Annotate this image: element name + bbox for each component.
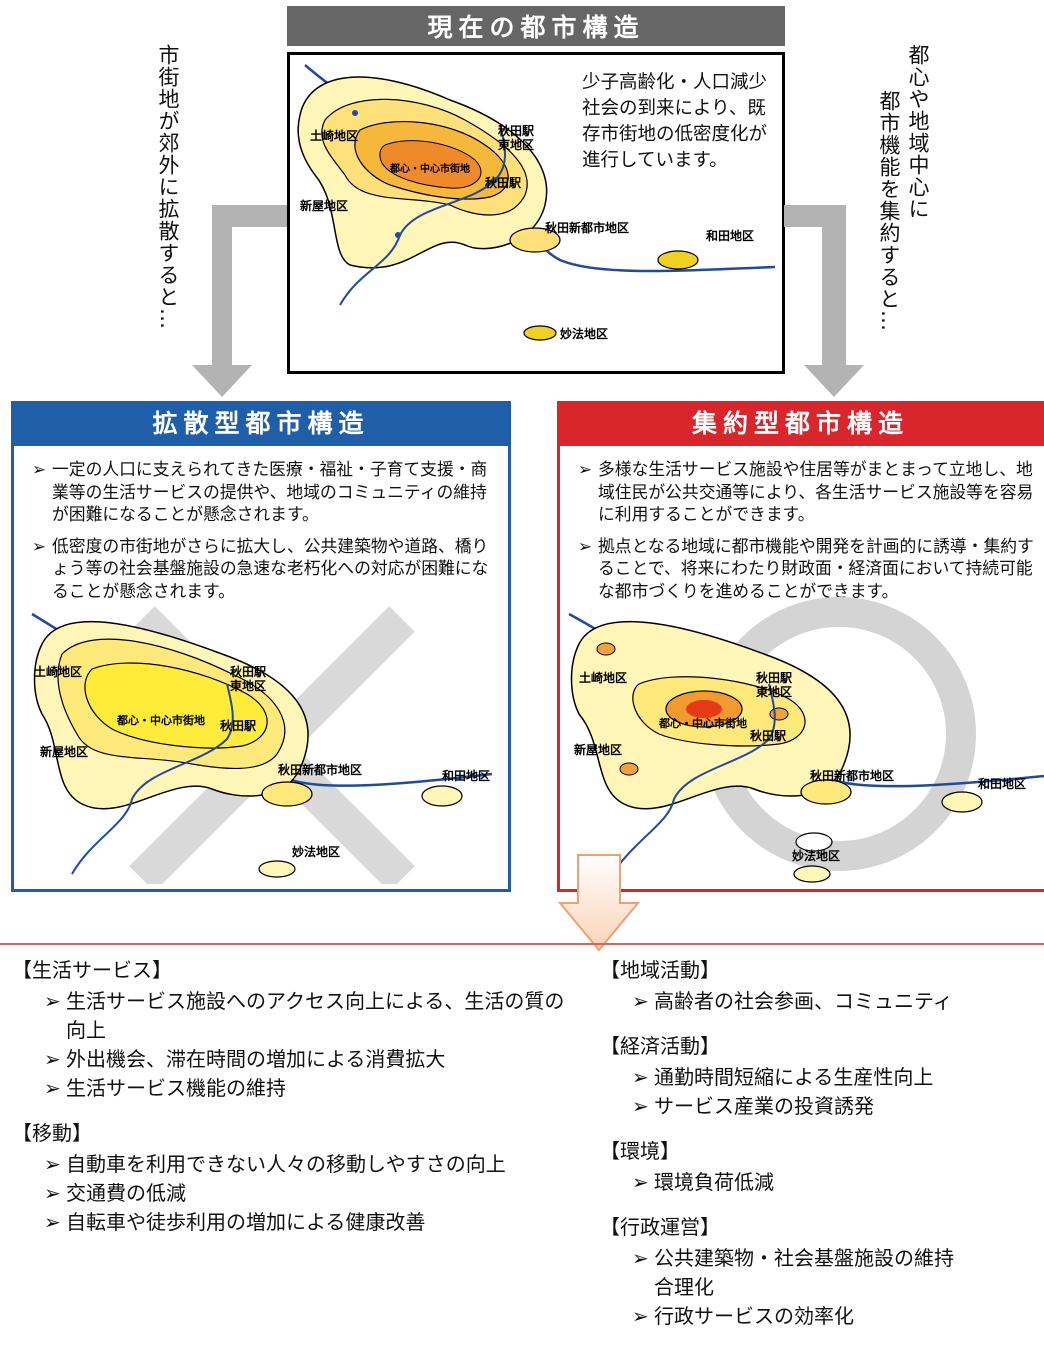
svg-text:新屋地区: 新屋地区 <box>574 742 622 757</box>
label-tsuchizaki: 土崎地区 <box>310 128 358 143</box>
current-map-svg: 土崎地区 秋田駅 東地区 都心・中心市街地 秋田駅 新屋地区 秋田新都市地区 和… <box>297 64 776 341</box>
svg-text:東地区: 東地区 <box>756 684 792 699</box>
svg-text:和田地区: 和田地区 <box>977 776 1026 791</box>
label-myoho: 妙法地区 <box>560 326 608 341</box>
svg-text:和田地区: 和田地区 <box>441 768 490 783</box>
svg-text:秋田駅: 秋田駅 <box>220 718 257 733</box>
current-structure-title: 現在の都市構造 <box>287 6 785 46</box>
benefit-item: ➢高齢者の社会参画、コミュニティ <box>632 989 953 1013</box>
svg-text:秋田駅: 秋田駅 <box>750 728 787 743</box>
benefit-heading: 【生活サービス】 <box>12 958 172 982</box>
station-dot <box>352 110 358 116</box>
myoho-blob <box>523 325 557 341</box>
benefit-item: ➢公共建築物・社会基盤施設の維持 <box>632 1246 954 1270</box>
compact-bullet: ➢拠点となる地域に都市機能や開発を計画的に誘導・集約することで、将来にわたり財政… <box>578 535 1034 601</box>
svg-text:新屋地区: 新屋地区 <box>40 744 88 759</box>
benefit-heading: 【地域活動】 <box>600 958 720 982</box>
benefits-left: 【生活サービス】 ➢生活サービス施設へのアクセス向上による、生活の質の向上 ➢外… <box>12 956 572 1253</box>
benefit-item: ➢自転車や徒歩利用の増加による健康改善 <box>44 1210 426 1234</box>
compact-bullets: ➢多様な生活サービス施設や住居等がまとまって立地し、地域住民が公共交通等により、… <box>578 458 1043 611</box>
benefit-item: ➢通勤時間短縮による生産性向上 <box>632 1065 934 1089</box>
right-caption-2: 都市機能を集約すると… <box>877 90 901 332</box>
svg-text:妙法地区: 妙法地区 <box>292 844 340 859</box>
dispersed-title: 拡散型都市構造 <box>11 401 511 443</box>
current-structure-map: 土崎地区 秋田駅 東地区 都心・中心市街地 秋田駅 新屋地区 秋田新都市地区 和… <box>287 52 785 374</box>
benefit-item: ➢行政サービスの効率化 <box>632 1304 854 1328</box>
dispersed-bullets: ➢一定の人口に支えられてきた医療・福祉・子育て支援・商業等の生活サービスの提供や… <box>32 458 502 611</box>
label-araya: 新屋地区 <box>300 198 348 213</box>
dispersed-bullet: ➢一定の人口に支えられてきた医療・福祉・子育て支援・商業等の生活サービスの提供や… <box>32 459 488 524</box>
arrow-to-dispersed <box>192 205 287 397</box>
benefits-divider <box>0 943 1044 945</box>
benefit-item: ➢サービス産業の投資誘発 <box>632 1094 874 1118</box>
compact-map-svg: 土崎地区 秋田駅 東地区 都心・中心市街地 秋田駅 新屋地区 秋田新都市地区 和… <box>568 597 1044 883</box>
benefit-item: ➢環境負荷低減 <box>632 1170 774 1194</box>
current-structure-note: 少子高齢化・人口減少社会の到来により、既存市街地の低密度化が進行しています。 <box>582 72 768 171</box>
label-shintoshin: 秋田新都市地区 <box>545 220 629 235</box>
right-caption-1: 都心や地域中心に <box>906 44 930 220</box>
benefit-group-mobility: 【移動】 ➢自動車を利用できない人々の移動しやすさの向上 ➢交通費の低減 ➢自転… <box>12 1119 572 1237</box>
benefit-heading: 【行政運営】 <box>600 1215 720 1239</box>
benefits-right: 【地域活動】 ➢高齢者の社会参画、コミュニティ 【経済活動】 ➢通勤時間短縮によ… <box>600 956 1044 1347</box>
benefit-item: ➢生活サービス機能の維持 <box>44 1076 286 1100</box>
left-caption: 市街地が郊外に拡散すると… <box>156 44 180 330</box>
benefit-heading: 【環境】 <box>600 1139 680 1163</box>
dispersed-panel: ➢一定の人口に支えられてきた医療・福祉・子育て支援・商業等の生活サービスの提供や… <box>11 443 511 892</box>
benefit-item-continued: 合理化 <box>654 1275 714 1299</box>
result-arrow <box>558 854 640 952</box>
benefit-item: ➢自動車を利用できない人々の移動しやすさの向上 <box>44 1152 506 1176</box>
benefit-group-community: 【地域活動】 ➢高齢者の社会参画、コミュニティ <box>600 956 1044 1016</box>
rail-line <box>339 124 506 306</box>
benefit-group-administration: 【行政運営】 ➢公共建築物・社会基盤施設の維持 合理化 ➢行政サービスの効率化 <box>600 1213 1044 1331</box>
svg-text:土崎地区: 土崎地区 <box>579 670 627 685</box>
wada-blob <box>657 250 699 270</box>
svg-text:都心・中心市街地: 都心・中心市街地 <box>658 716 747 730</box>
svg-text:秋田駅: 秋田駅 <box>230 664 267 679</box>
urban-area-core <box>379 140 482 189</box>
benefit-group-life-services: 【生活サービス】 ➢生活サービス施設へのアクセス向上による、生活の質の向上 ➢外… <box>12 956 572 1103</box>
svg-text:秋田新都市地区: 秋田新都市地区 <box>278 762 362 777</box>
dispersed-map-svg: 土崎地区 秋田駅 東地区 都心・中心市街地 秋田駅 新屋地区 秋田新都市地区 和… <box>31 606 493 884</box>
station-dot <box>395 232 401 238</box>
compact-panel: ➢多様な生活サービス施設や住居等がまとまって立地し、地域住民が公共交通等により、… <box>557 443 1044 892</box>
benefit-item: ➢交通費の低減 <box>44 1181 186 1205</box>
svg-text:東地区: 東地区 <box>230 678 266 693</box>
label-wada: 和田地区 <box>705 228 754 243</box>
svg-text:都心・中心市街地: 都心・中心市街地 <box>116 713 205 727</box>
dispersed-bullet: ➢低密度の市街地がさらに拡大し、公共建築物や道路、橋りょう等の社会基盤施設の急速… <box>32 535 489 601</box>
shintoshin-blob <box>509 227 561 253</box>
benefit-heading: 【移動】 <box>12 1121 92 1145</box>
arrow-to-compact <box>784 205 864 397</box>
label-center: 都心・中心市街地 <box>389 162 470 175</box>
benefit-heading: 【経済活動】 <box>600 1034 720 1058</box>
svg-text:秋田新都市地区: 秋田新都市地区 <box>810 768 894 783</box>
compact-bullet: ➢多様な生活サービス施設や住居等がまとまって立地し、地域住民が公共交通等により、… <box>578 459 1034 524</box>
benefit-group-environment: 【環境】 ➢環境負荷低減 <box>600 1137 1044 1197</box>
benefit-item: ➢外出機会、滞在時間の増加による消費拡大 <box>44 1047 446 1071</box>
benefit-item: ➢生活サービス施設へのアクセス向上による、生活の質の向上 <box>44 989 565 1042</box>
station-dot <box>492 177 498 183</box>
benefit-group-economy: 【経済活動】 ➢通勤時間短縮による生産性向上 ➢サービス産業の投資誘発 <box>600 1032 1044 1121</box>
svg-text:土崎地区: 土崎地区 <box>34 664 82 679</box>
label-akita-east-1: 秋田駅 <box>498 123 535 138</box>
compact-title: 集約型都市構造 <box>557 401 1044 443</box>
svg-text:秋田駅: 秋田駅 <box>756 670 793 685</box>
svg-text:妙法地区: 妙法地区 <box>792 848 840 863</box>
label-akita-east-2: 東地区 <box>498 137 534 152</box>
label-akita-station: 秋田駅 <box>485 175 522 190</box>
